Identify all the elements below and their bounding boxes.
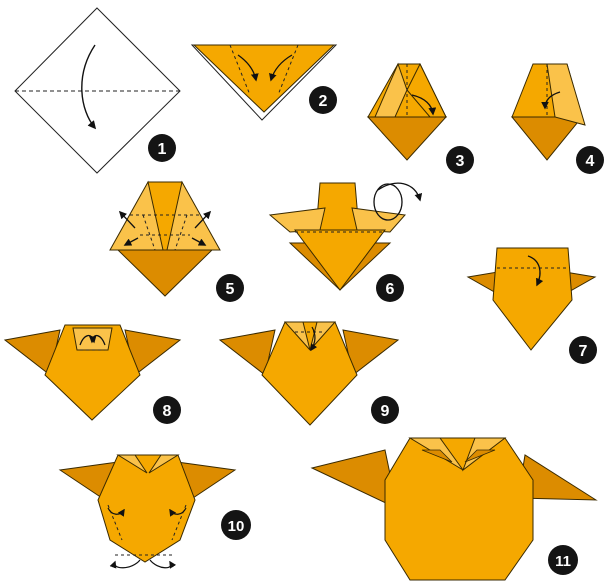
step-badge-9: 9 (371, 396, 399, 424)
step-badge-4: 4 (576, 146, 604, 174)
step-number: 9 (381, 403, 390, 420)
step-number: 3 (456, 153, 465, 170)
step-badge-10: 10 (221, 510, 251, 540)
step-badge-6: 6 (376, 274, 404, 302)
step-number: 2 (319, 93, 328, 110)
step-badge-5: 5 (216, 274, 244, 302)
step-badge-1: 1 (148, 134, 176, 162)
step-number: 4 (586, 153, 595, 170)
step-number: 5 (226, 281, 235, 298)
step-5-diagram (110, 182, 220, 296)
step-number: 7 (579, 343, 588, 360)
step-3-diagram (368, 64, 446, 160)
step-7-diagram (468, 248, 595, 350)
step-badge-7: 7 (569, 336, 597, 364)
step-number: 10 (228, 518, 245, 535)
step-number: 11 (555, 553, 571, 570)
step-number: 8 (163, 403, 172, 420)
step-badge-8: 8 (153, 396, 181, 424)
step-6-diagram (270, 183, 420, 290)
step-badge-2: 2 (309, 86, 337, 114)
step-number: 1 (158, 141, 167, 158)
step-badge-11: 11 (548, 545, 578, 575)
step-4-diagram (512, 64, 585, 160)
step-number: 6 (386, 281, 395, 298)
step-badge-3: 3 (446, 146, 474, 174)
step-10-diagram (60, 455, 235, 568)
